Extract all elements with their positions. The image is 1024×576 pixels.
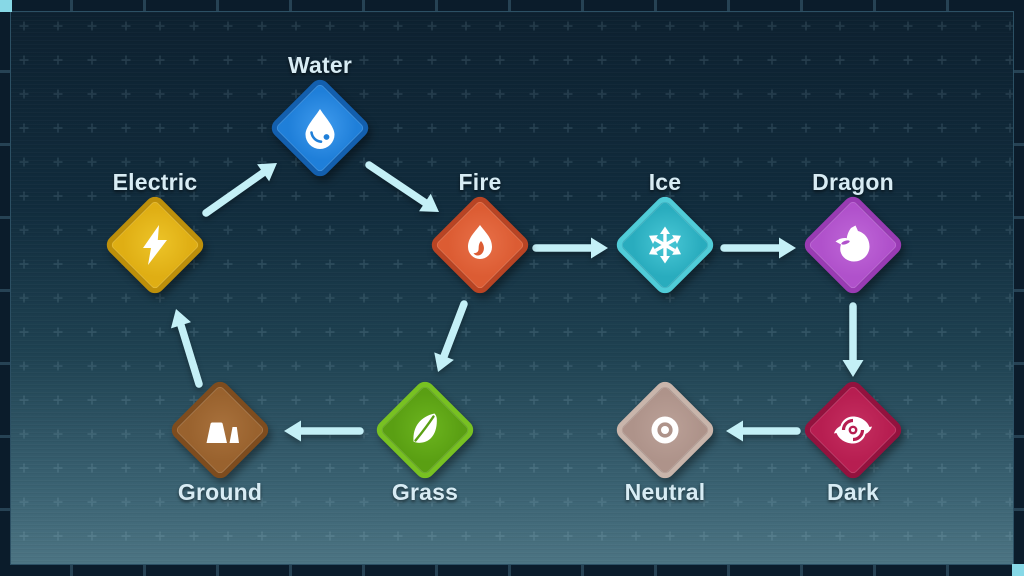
element-diamond [267,75,373,181]
element-node-ice: Ice [585,159,745,331]
target-icon [643,408,687,452]
frame-bottom [0,565,1024,576]
element-diamond [427,192,533,298]
snowflake-icon [643,223,687,267]
element-label: Neutral [624,479,706,505]
element-node-neutral: Neutral [585,344,745,516]
leaf-icon [403,408,447,452]
flame-icon [458,223,502,267]
element-label: Grass [391,479,459,505]
element-node-dark: Dark [773,344,933,516]
corner-marker-top-left [0,0,12,12]
spiral-icon [831,408,875,452]
element-diamond [167,377,273,483]
element-label: Dark [827,479,879,505]
element-diamond [800,192,906,298]
water-drop-icon [298,106,342,150]
element-diamond [372,377,478,483]
frame-left [0,0,10,576]
element-node-fire: Fire [400,159,560,331]
element-node-electric: Electric [75,159,235,331]
element-node-grass: Grass [345,344,505,516]
frame-top [0,0,1024,11]
element-label: Fire [458,169,502,195]
element-label: Water [287,52,353,78]
corner-marker-bottom-right [1012,564,1024,576]
element-label: Dragon [812,169,894,195]
element-diamond [102,192,208,298]
lightning-icon [133,223,177,267]
element-diamond [612,377,718,483]
element-diamond [800,377,906,483]
element-node-dragon: Dragon [773,159,933,331]
element-node-water: Water [240,42,400,214]
element-node-ground: Ground [140,344,300,516]
dragon-icon [831,223,875,267]
element-label: Ground [177,479,263,505]
element-label: Ice [648,169,682,195]
mound-icon [198,408,242,452]
element-label: Electric [112,169,198,195]
frame-right [1014,0,1024,576]
element-diamond [612,192,718,298]
